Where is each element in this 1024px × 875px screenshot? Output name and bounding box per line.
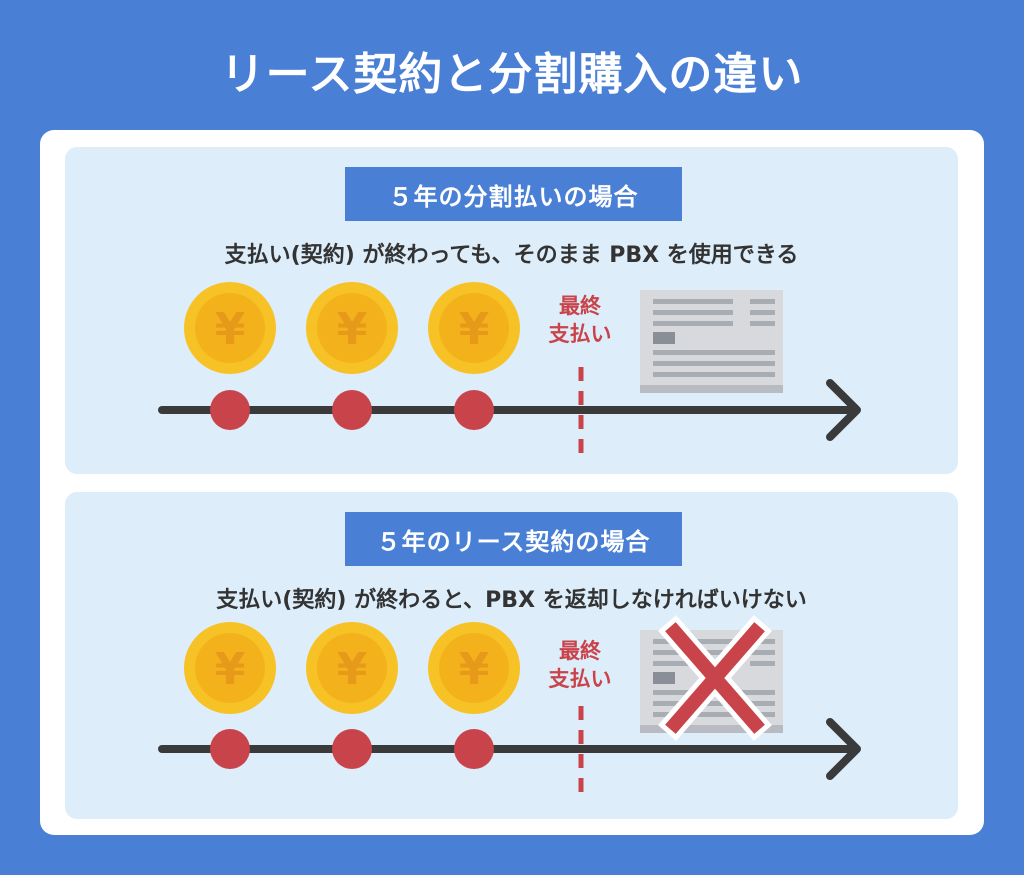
yen-coin-icon: ¥ <box>184 622 276 714</box>
payment-dot <box>210 729 250 769</box>
yen-coin-icon: ¥ <box>306 282 398 374</box>
svg-text:¥: ¥ <box>459 644 490 695</box>
payment-dot <box>454 729 494 769</box>
panel-heading: ５年の分割払いの場合 <box>345 167 682 221</box>
arrow-head-icon <box>826 718 861 780</box>
arrow-head-icon <box>826 379 861 441</box>
page-title: リース契約と分割購入の違い <box>220 49 804 100</box>
final-payment-label: 最終 支払い <box>535 637 625 693</box>
payment-dot <box>332 390 372 430</box>
pbx-device-icon <box>640 290 783 393</box>
svg-text:¥: ¥ <box>337 644 368 695</box>
timeline-diagram: ¥ ¥ ¥ <box>158 282 861 462</box>
yen-coin-icon: ¥ <box>428 622 520 714</box>
svg-text:¥: ¥ <box>215 644 246 695</box>
panel-description: 支払い(契約) が終わっても、そのまま PBX を使用できる <box>224 243 799 268</box>
final-label-line2: 支払い <box>548 667 612 691</box>
yen-coin-icon: ¥ <box>428 282 520 374</box>
payment-dot <box>332 729 372 769</box>
yen-coin-icon: ¥ <box>184 282 276 374</box>
panel-installment: ５年の分割払いの場合 支払い(契約) が終わっても、そのまま PBX を使用でき… <box>65 147 958 474</box>
final-label-line2: 支払い <box>548 322 612 346</box>
timeline-diagram: ¥ ¥ ¥ <box>158 615 861 802</box>
final-payment-label: 最終 支払い <box>535 292 625 348</box>
final-label-line1: 最終 <box>559 294 601 318</box>
payment-dot <box>454 390 494 430</box>
panel-heading: ５年のリース契約の場合 <box>345 512 682 566</box>
final-label-line1: 最終 <box>559 639 601 663</box>
panel-lease: ５年のリース契約の場合 支払い(契約) が終わると、PBX を返却しなければいけ… <box>65 492 958 819</box>
payment-dot <box>210 390 250 430</box>
svg-text:¥: ¥ <box>337 304 368 355</box>
panel-description: 支払い(契約) が終わると、PBX を返却しなければいけない <box>216 588 807 613</box>
yen-coin-icon: ¥ <box>306 622 398 714</box>
cross-mark-icon <box>658 615 772 741</box>
svg-text:¥: ¥ <box>459 304 490 355</box>
svg-text:¥: ¥ <box>215 304 246 355</box>
